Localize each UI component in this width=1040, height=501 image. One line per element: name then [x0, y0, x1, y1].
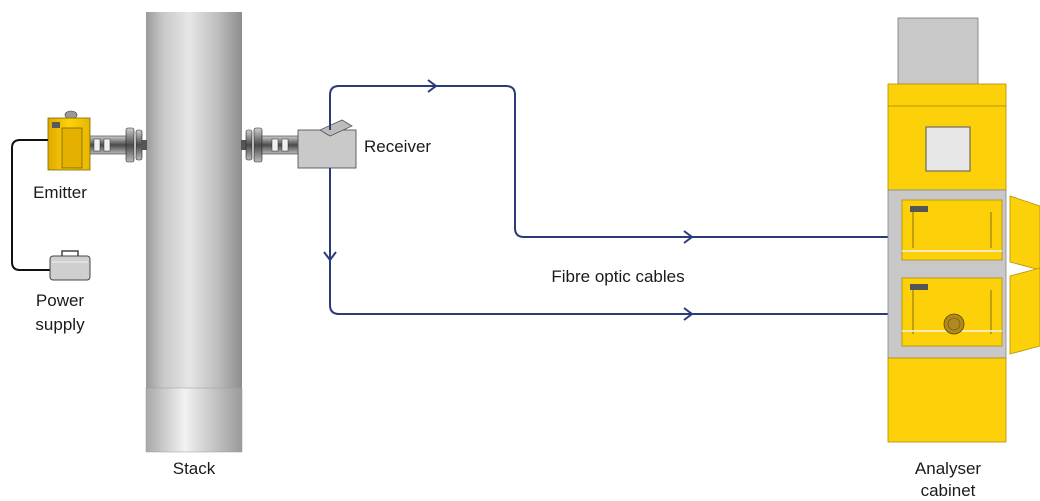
power-supply-label-line1: Power — [36, 291, 85, 310]
power-supply — [11, 139, 91, 281]
arrow-right-icon — [683, 307, 694, 321]
arrow-down-icon — [323, 251, 337, 262]
upper-fibre-cable — [329, 85, 906, 238]
receiver-label: Receiver — [364, 137, 431, 156]
analyser-cabinet-label-line2: cabinet — [921, 481, 976, 500]
emitter — [47, 110, 91, 171]
cable-arrows — [323, 79, 694, 321]
receiver-flange — [241, 127, 303, 163]
fibre-optic-cables — [329, 85, 906, 315]
arrow-right-icon — [427, 79, 438, 93]
lower-fibre-cable — [329, 168, 906, 315]
power-supply-label-line2: supply — [35, 315, 85, 334]
analyser-cabinet-label-line1: Analyser — [915, 459, 981, 478]
fibre-optic-cables-label: Fibre optic cables — [551, 267, 684, 286]
arrow-right-icon — [683, 230, 694, 244]
analyser-cabinet — [887, 17, 1040, 443]
stack — [145, 12, 243, 453]
emitter-flange — [87, 127, 147, 163]
emitter-label: Emitter — [33, 183, 87, 202]
stack-label: Stack — [173, 459, 216, 478]
receiver — [297, 119, 357, 169]
